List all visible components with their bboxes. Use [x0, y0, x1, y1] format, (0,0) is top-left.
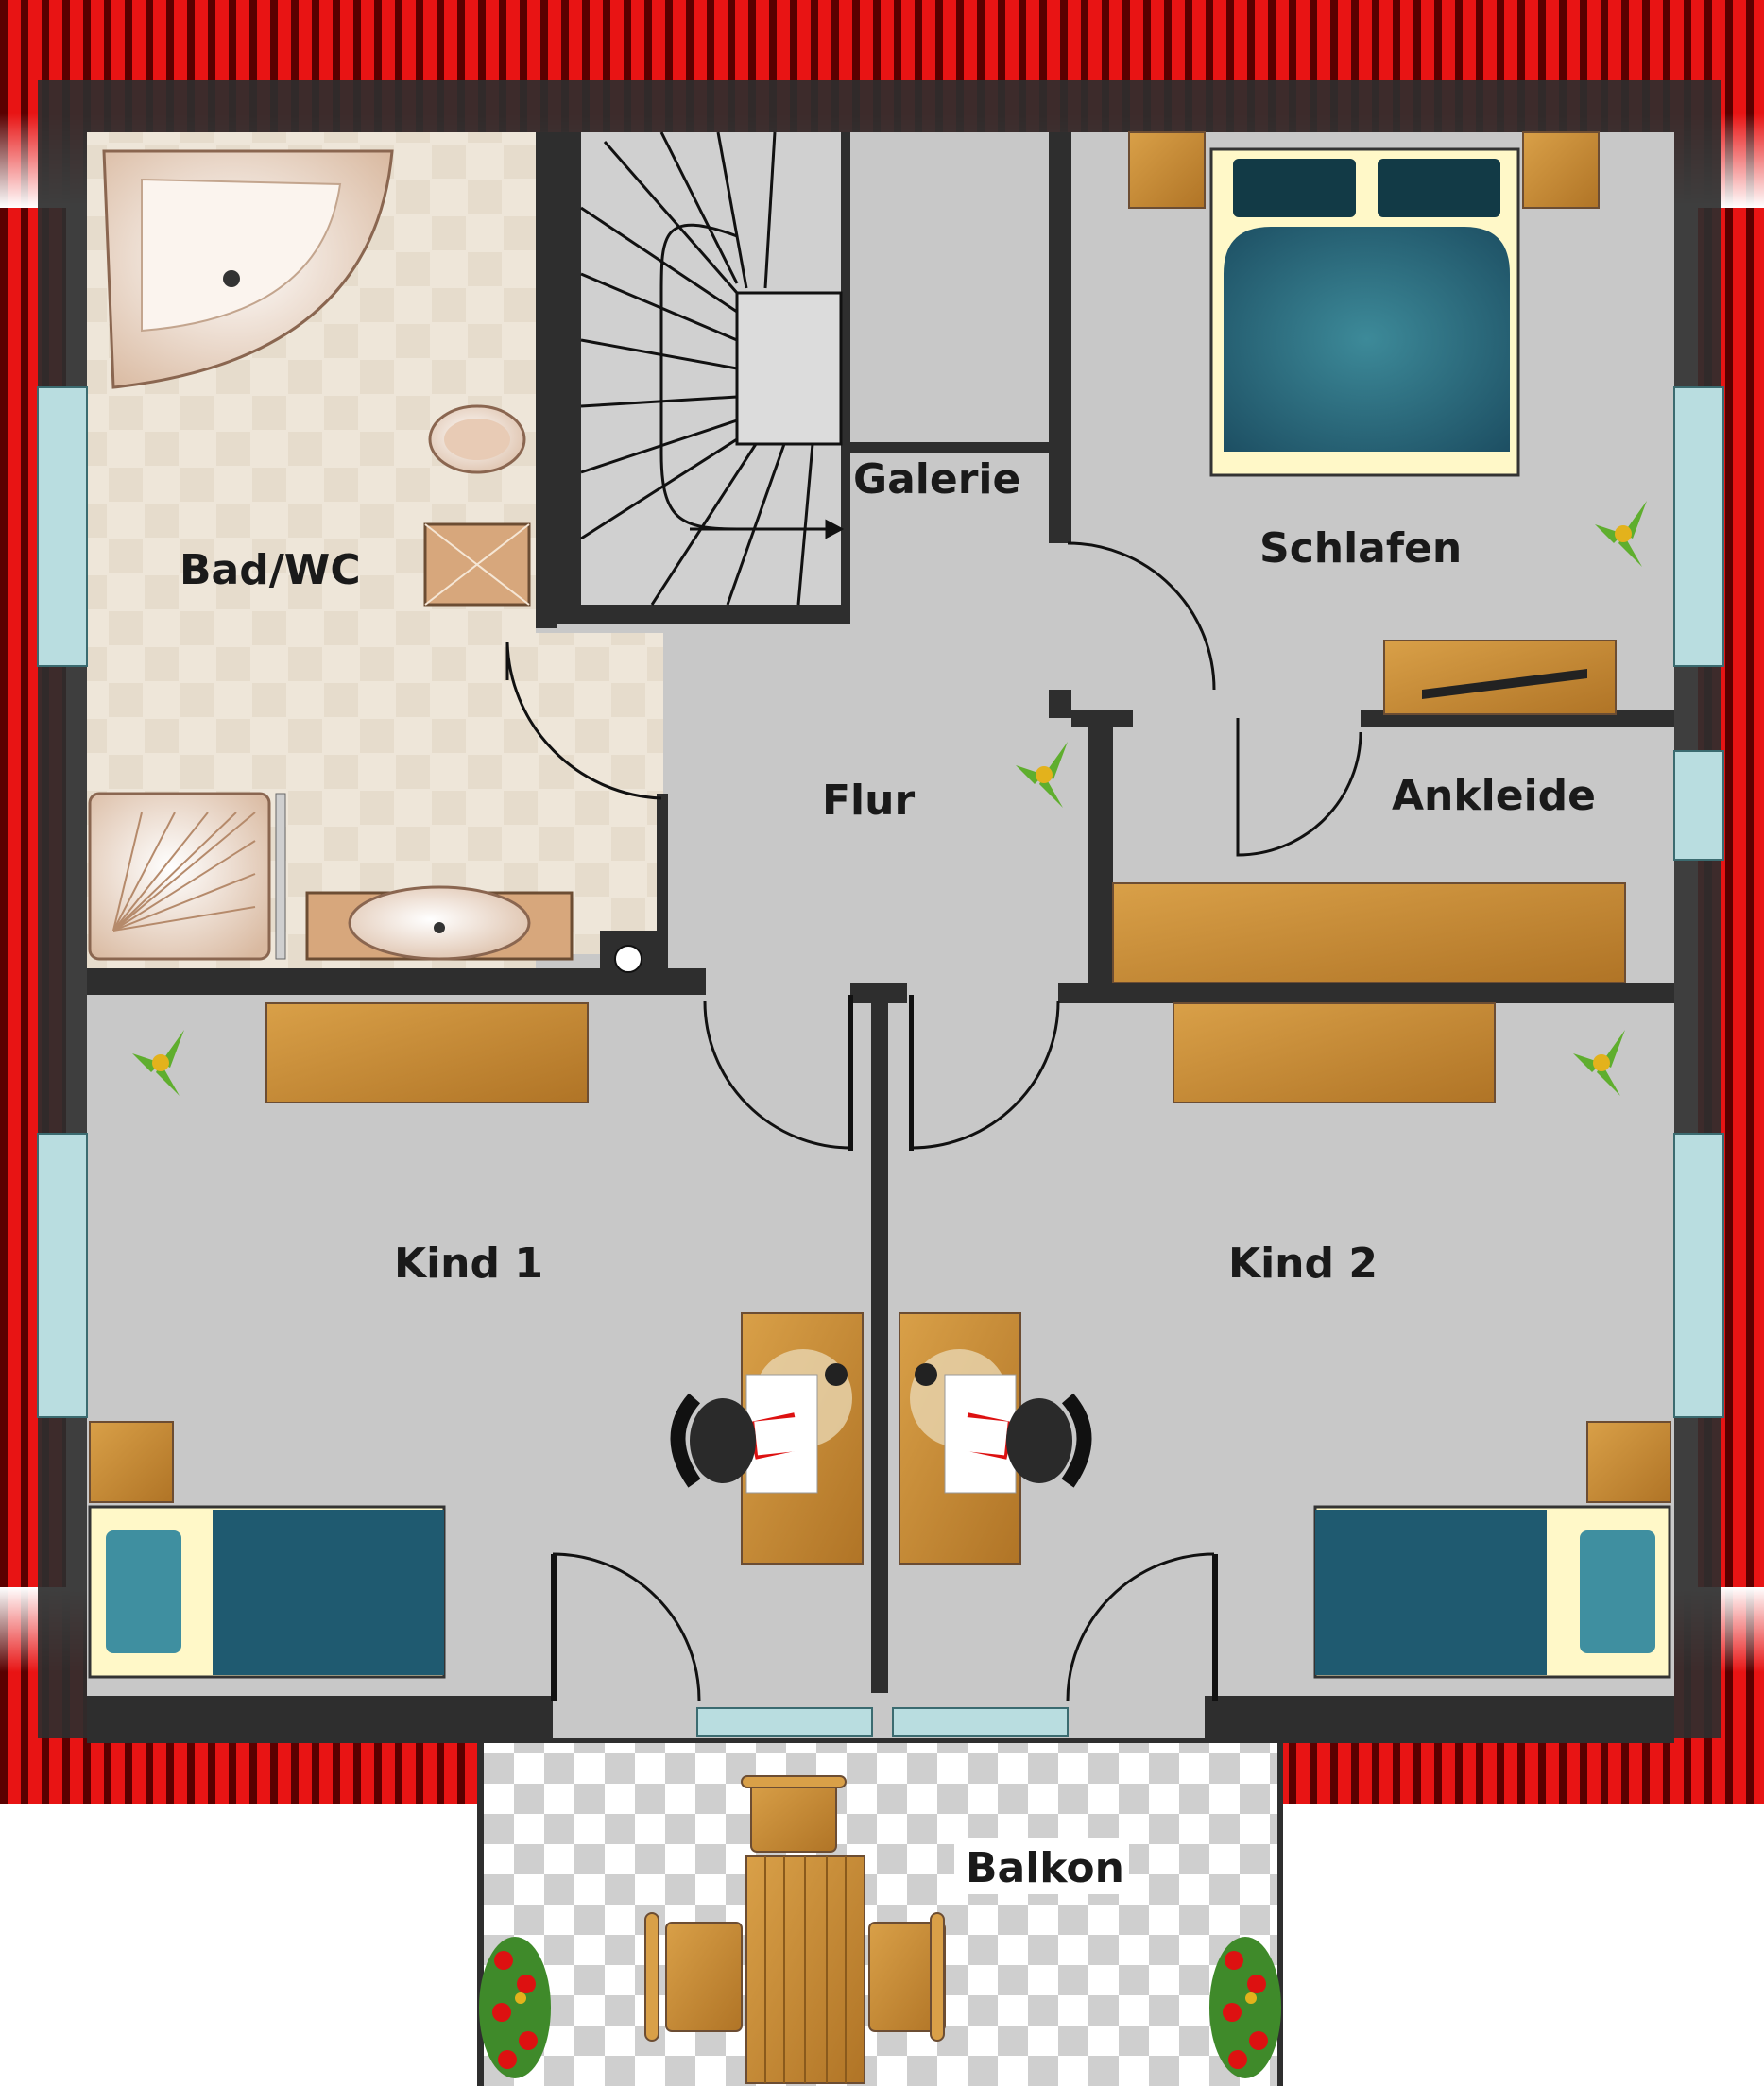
plant-schlafen-icon: [1595, 501, 1647, 567]
double-bed: [1209, 147, 1520, 477]
washbasin: [305, 885, 574, 961]
bottom-wall-openings: [477, 1693, 1285, 1743]
shower-tray: [88, 792, 286, 961]
bidet-cabinet: [423, 522, 531, 607]
bed-kind1: [88, 1421, 446, 1679]
window-schlafen: [1673, 386, 1724, 667]
label-galerie: Galerie: [853, 455, 1020, 504]
desk-kind2: [899, 1312, 1021, 1564]
label-balkon: Balkon: [966, 1844, 1124, 1892]
wardrobe-kind1: [265, 1002, 589, 1103]
door-jambs: [551, 995, 1218, 1701]
nightstand-left: [1128, 131, 1206, 209]
bed-kind2: [1313, 1421, 1671, 1679]
window-balcony-left: [696, 1707, 873, 1737]
label-schlafen: Schlafen: [1259, 524, 1462, 573]
balcony-table-set: [644, 1775, 946, 2084]
staircase: [580, 131, 845, 606]
plant-kind1-icon: [132, 1030, 184, 1096]
plant-icons: [132, 501, 1647, 1096]
label-kind2: Kind 2: [1228, 1240, 1378, 1288]
balcony-flowers-right-icon: [1209, 1937, 1281, 2078]
shaft-marker: [614, 945, 642, 973]
chair-kind1: [670, 1393, 756, 1488]
label-ankleide: Ankleide: [1392, 772, 1596, 820]
balcony: [477, 1738, 1283, 2086]
dresser: [1383, 640, 1617, 715]
plant-kind2-icon: [1573, 1030, 1625, 1096]
plant-flur-icon: [1016, 742, 1068, 808]
window-kind1: [37, 1133, 88, 1418]
toilet: [428, 404, 526, 474]
chair-kind2: [1006, 1393, 1092, 1488]
desk-kind1: [741, 1312, 864, 1564]
label-bad-wc: Bad/WC: [180, 546, 361, 594]
door-swings: [505, 541, 1362, 1701]
balcony-flowers-left-icon: [479, 1937, 551, 2078]
window-ankleide: [1673, 750, 1724, 861]
window-kind2: [1673, 1133, 1724, 1418]
window-balcony-right: [892, 1707, 1069, 1737]
balkon-label-bg: [954, 1838, 1129, 1894]
window-bath: [37, 386, 88, 667]
wardrobe-ankleide: [1112, 882, 1626, 983]
label-flur: Flur: [822, 777, 915, 825]
nightstand-right: [1522, 131, 1600, 209]
corner-bathtub: [102, 149, 394, 389]
windows: [37, 386, 1724, 1737]
wardrobe-kind2: [1173, 1002, 1496, 1103]
label-kind1: Kind 1: [394, 1240, 543, 1288]
